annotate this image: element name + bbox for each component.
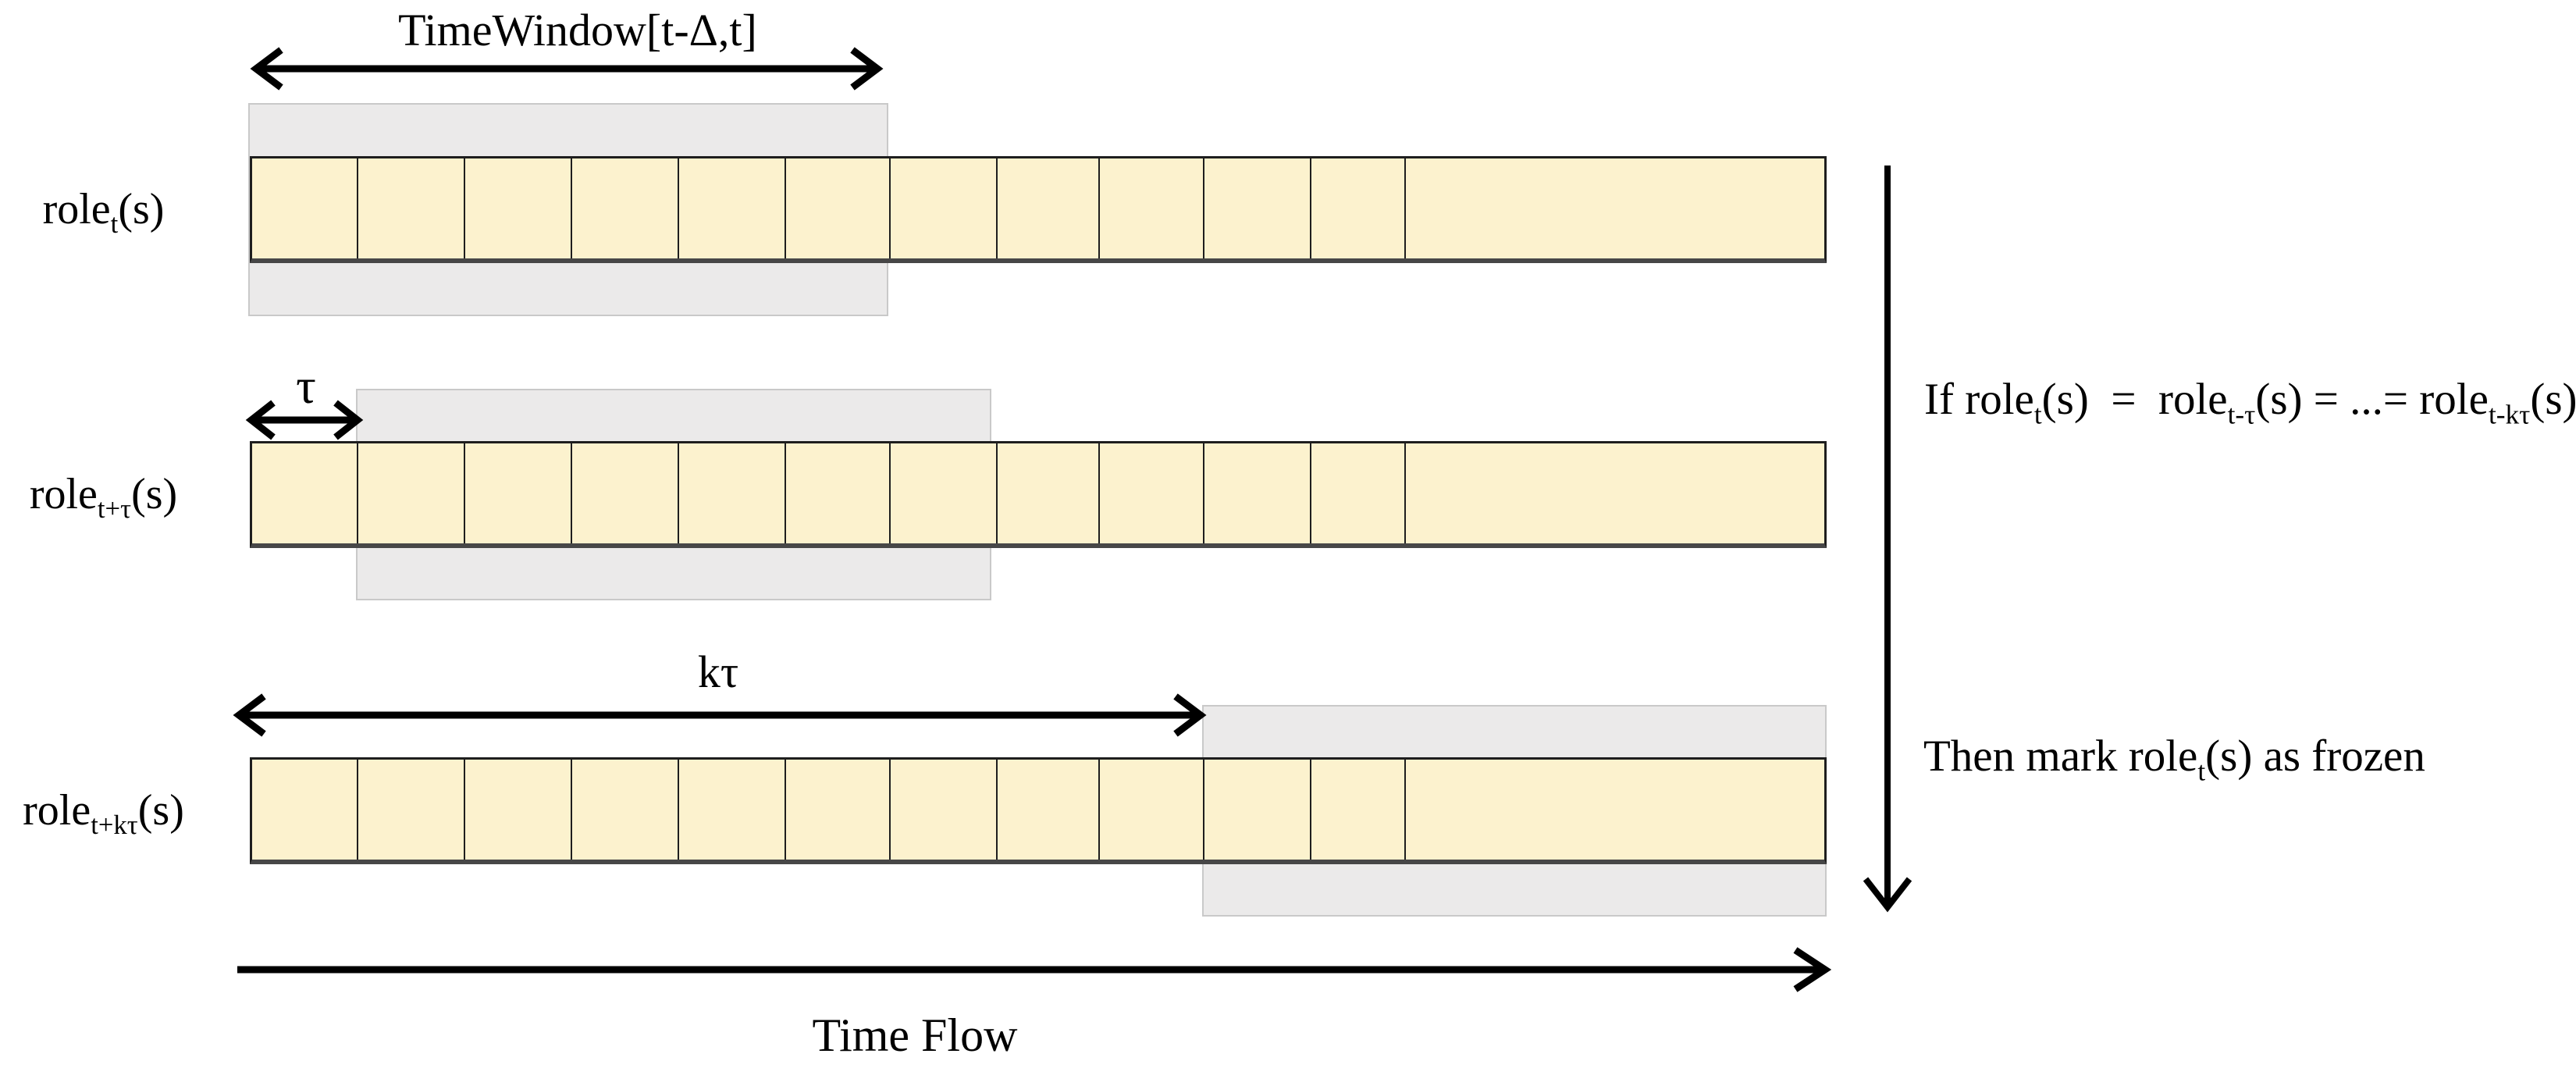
time-window-double-arrow-icon (250, 47, 884, 91)
timeline-cell (572, 158, 679, 258)
row2-label-sub: t+τ (97, 493, 132, 525)
timeline-cell (891, 158, 998, 258)
condition-sub: t (2033, 398, 2042, 429)
row3-label-arg: (s) (137, 786, 184, 835)
timeline-cell (1311, 158, 1406, 258)
row1-label: rolet(s) (0, 184, 207, 237)
condition-part: (s) = ...= role (2255, 374, 2489, 424)
timeline-cell (358, 158, 465, 258)
conclusion-part: Then mark role (1923, 731, 2198, 781)
row3-label-base: role (23, 786, 91, 835)
timeline-cell (465, 443, 572, 543)
time-flow-right-arrow-icon (237, 947, 1832, 992)
conclusion-sub: t (2197, 755, 2206, 786)
timeline-cell (1406, 760, 1824, 860)
timeline-cell (679, 760, 786, 860)
timeline-cell (786, 158, 891, 258)
k-tau-double-arrow-icon (233, 693, 1207, 737)
timeline-cell (1204, 158, 1311, 258)
row2-label-arg: (s) (131, 470, 178, 518)
timeline-cell (998, 443, 1100, 543)
timeline-cell (679, 158, 786, 258)
timeline-cell (891, 443, 998, 543)
timeline-cell (572, 760, 679, 860)
timeline-cell (786, 760, 891, 860)
timeline-cell (1204, 443, 1311, 543)
row3-label-sub: t+kτ (91, 810, 138, 841)
timeline-cell (998, 760, 1100, 860)
condition-part: (s) (2530, 374, 2576, 424)
time-flow-label: Time Flow (812, 1009, 1018, 1061)
timeline-cell (998, 158, 1100, 258)
timeline-cell (252, 760, 358, 860)
conclusion-part: (s) as frozen (2205, 731, 2425, 781)
timeline-cell (252, 158, 358, 258)
row1-label-sub: t (110, 208, 119, 240)
timeline-bar-row1 (250, 156, 1827, 263)
timeline-cell (465, 760, 572, 860)
condition-part: (s) = role (2041, 374, 2228, 424)
timeline-cell (358, 443, 465, 543)
condition-sub: t-τ (2227, 398, 2256, 429)
timeline-cell (1406, 158, 1824, 258)
timeline-cell (891, 760, 998, 860)
timeline-cell (786, 443, 891, 543)
timeline-cell (1100, 443, 1204, 543)
k-tau-label: kτ (697, 646, 739, 697)
down-arrow-icon (1863, 166, 1912, 913)
row2-label: rolet+τ(s) (0, 469, 207, 522)
timeline-cell (679, 443, 786, 543)
timeline-cell (1100, 158, 1204, 258)
timeline-cell (465, 158, 572, 258)
tau-double-arrow-icon (245, 400, 364, 440)
timeline-cell (1311, 760, 1406, 860)
condition-part: If role (1924, 374, 2034, 424)
row1-label-arg: (s) (118, 185, 165, 233)
timeline-bar-row3 (250, 757, 1827, 864)
tau-label: τ (296, 358, 316, 414)
row3-label: rolet+kτ(s) (0, 785, 207, 838)
timeline-bar-row2 (250, 441, 1827, 548)
timeline-cell (1204, 760, 1311, 860)
freeze-condition-text: If rolet(s) = rolet-τ(s) = ...= rolet-kτ… (1880, 322, 2576, 476)
timeline-cell (1100, 760, 1204, 860)
time-window-label: TimeWindow[t-Δ,t] (398, 5, 757, 55)
timeline-cell (252, 443, 358, 543)
condition-sub: t-kτ (2488, 398, 2531, 429)
row2-label-base: role (29, 470, 98, 518)
row1-label-base: role (42, 185, 111, 233)
freeze-conclusion-text: Then mark rolet(s) as frozen (1880, 679, 2425, 833)
timeline-cell (572, 443, 679, 543)
timeline-cell (1406, 443, 1824, 543)
timeline-cell (358, 760, 465, 860)
timeline-cell (1311, 443, 1406, 543)
